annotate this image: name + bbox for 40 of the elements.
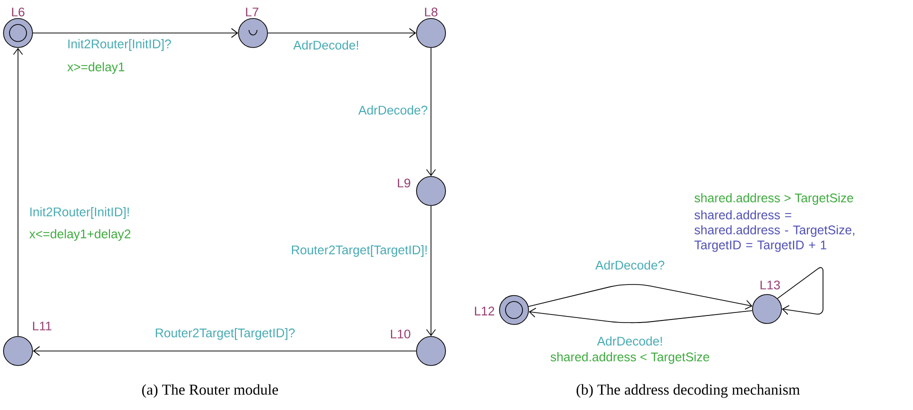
- guard-label: shared.address < TargetSize: [550, 352, 710, 364]
- guard-label: x>=delay1: [67, 62, 124, 74]
- location-circle: [416, 336, 446, 366]
- arrow: [268, 28, 416, 38]
- location-name: L10: [390, 330, 410, 338]
- edge-label: AdrDecode?: [595, 260, 664, 270]
- location-circle: [3, 18, 33, 48]
- edge-label: Router2Target[TargetID]?: [156, 328, 295, 340]
- location-circle: [499, 295, 529, 325]
- caption: (a) The Router module: [142, 384, 278, 398]
- arrow: [528, 284, 752, 310]
- arrow: [528, 308, 753, 324]
- arrow: [777, 267, 824, 315]
- caption: (b) The address decoding mechanism: [576, 384, 800, 398]
- arrow: [32, 28, 238, 38]
- edge-label: Init2Router[InitID]?: [68, 39, 171, 51]
- guard-label: x<=delay1+delay2: [29, 229, 130, 241]
- location-circle: [416, 176, 446, 206]
- location-circle: [3, 336, 33, 366]
- edge-label: AdrDecode!: [597, 336, 662, 346]
- location-name: L11: [33, 322, 52, 330]
- location-name: L12: [474, 306, 494, 316]
- arrow: [426, 48, 436, 176]
- arrow: [13, 48, 23, 336]
- location-name: L13: [760, 280, 780, 290]
- edge-label: Router2Target[TargetID]!: [292, 245, 427, 257]
- edge-label: AdrDecode?: [358, 105, 428, 115]
- update-label: shared.address = shared.address - TargetSize, TargetID = TargetID + 1: [694, 210, 854, 252]
- edge-label: Init2Router[InitID]!: [30, 207, 129, 219]
- arrow: [32, 346, 416, 356]
- location-name: L8: [425, 8, 438, 16]
- location-circle: [752, 294, 782, 324]
- guard-label: shared.address > TargetSize: [694, 193, 854, 205]
- location-circle: [238, 18, 268, 48]
- edge-label: AdrDecode!: [293, 40, 358, 50]
- arrow: [426, 206, 436, 336]
- location-circle: [416, 18, 446, 48]
- location-name: L9: [398, 178, 410, 188]
- location-name: L6: [12, 8, 24, 16]
- location-name: L7: [246, 8, 258, 16]
